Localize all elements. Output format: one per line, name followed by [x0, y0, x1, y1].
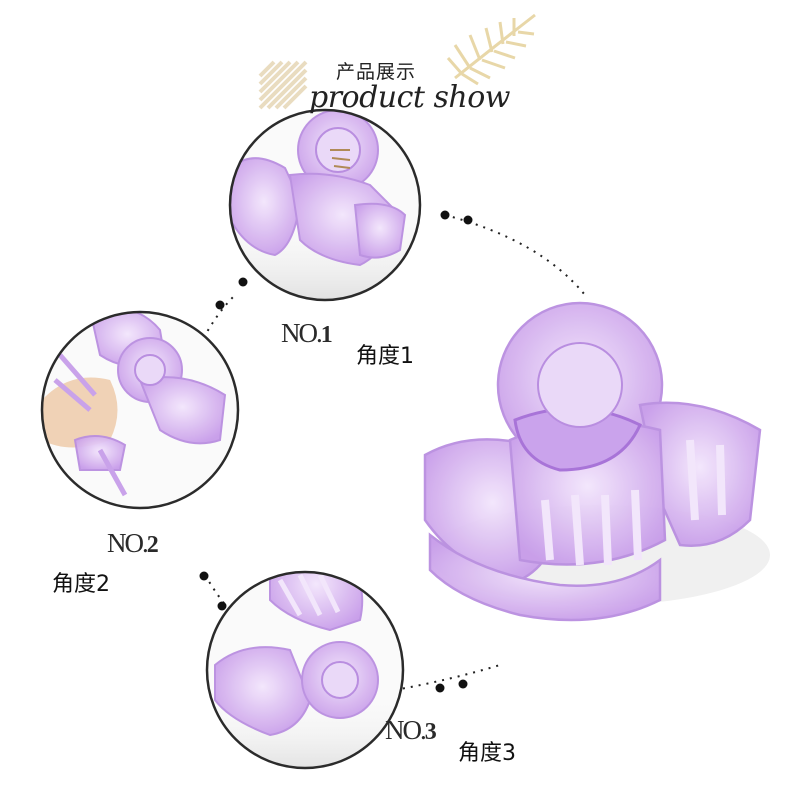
angle-label-3: 角度3 [458, 741, 516, 766]
section-title-cn: 产品展示 [336, 61, 417, 83]
view-number-prefix: NO. [385, 715, 427, 745]
stripe-decoration [258, 60, 308, 110]
view-number-2: NO.2 [107, 528, 159, 559]
main-product-image [423, 301, 770, 622]
view-number-1: NO.1 [281, 318, 333, 349]
view-circle-2 [40, 310, 240, 510]
view-number-3: NO.3 [385, 715, 437, 746]
leaf-decoration [446, 13, 536, 86]
section-title-en: product show [309, 80, 510, 115]
view-circle-1 [228, 108, 422, 302]
path-dots [199, 210, 473, 693]
view-circle-3 [205, 570, 405, 770]
view-number-prefix: NO. [281, 318, 323, 348]
view-number-digit: 3 [424, 719, 437, 745]
angle-label-2: 角度2 [52, 572, 110, 597]
view-number-prefix: NO. [107, 528, 149, 558]
angle-label-1: 角度1 [356, 344, 414, 369]
view-number-digit: 2 [146, 532, 159, 558]
view-number-digit: 1 [320, 322, 333, 348]
